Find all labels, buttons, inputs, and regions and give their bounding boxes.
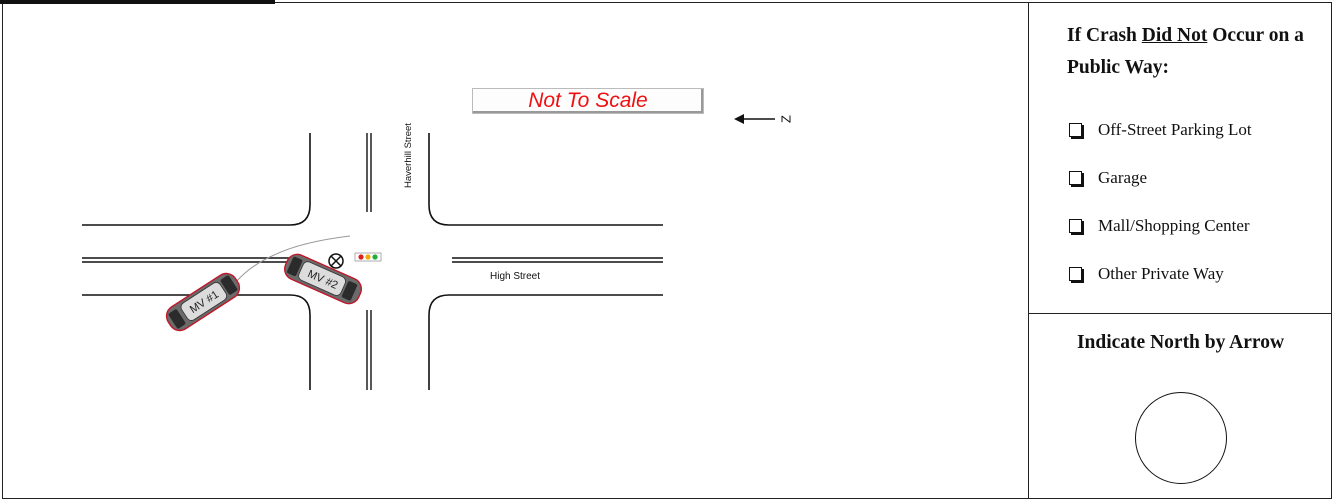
option-label: Off-Street Parking Lot [1098,120,1252,139]
vehicle-path-arrow [235,235,351,283]
street-label-vertical: Haverhill Street [403,123,414,188]
checkbox-icon[interactable] [1069,219,1082,233]
street-label-horizontal: High Street [490,271,540,282]
option-mall-shopping-center[interactable]: Mall/Shopping Center [1067,216,1250,236]
title-suffix: Occur on a Public Way: [1067,25,1304,78]
title-emphasis: Did Not [1141,25,1208,46]
option-label: Other Private Way [1098,264,1224,283]
curb-bottom-left [82,294,311,390]
curb-top-left [82,133,311,226]
impact-point-icon [328,253,344,269]
traffic-signal-icon [354,252,382,262]
option-label: Garage [1098,168,1148,187]
curb-bottom-right [428,294,663,390]
vehicle-mv1: MV #1 [165,272,241,332]
option-garage[interactable]: Garage [1067,168,1147,188]
sidebar-panel: If Crash Did Not Occur on a Public Way: … [1028,2,1332,499]
private-way-section: If Crash Did Not Occur on a Public Way: … [1029,2,1332,314]
centerline-south [366,310,372,390]
checkbox-icon[interactable] [1069,267,1082,281]
north-indicator-circle[interactable] [1135,392,1227,484]
option-other-private-way[interactable]: Other Private Way [1067,264,1224,284]
centerline-east [452,257,663,263]
north-arrow-letter: Z [779,115,794,123]
intersection-diagram: Haverhill Street High Street Z MV #2 MV … [82,114,794,390]
north-arrow-icon [734,114,775,124]
title-prefix: If Crash [1067,25,1142,46]
option-off-street-parking-lot[interactable]: Off-Street Parking Lot [1067,120,1252,140]
centerline-west [82,257,308,263]
north-prompt: Indicate North by Arrow [1076,332,1285,353]
private-way-title: If Crash Did Not Occur on a Public Way: [1067,20,1317,84]
centerline-north [366,133,372,212]
checkbox-icon[interactable] [1069,171,1082,185]
not-to-scale-text: Not To Scale [528,89,648,112]
option-label: Mall/Shopping Center [1098,216,1250,235]
checkbox-icon[interactable] [1069,123,1082,137]
not-to-scale-badge: Not To Scale [472,88,704,114]
curb-top-right [428,133,663,226]
header-tab-bar [0,0,275,4]
vehicle-mv2: MV #2 [283,253,363,305]
